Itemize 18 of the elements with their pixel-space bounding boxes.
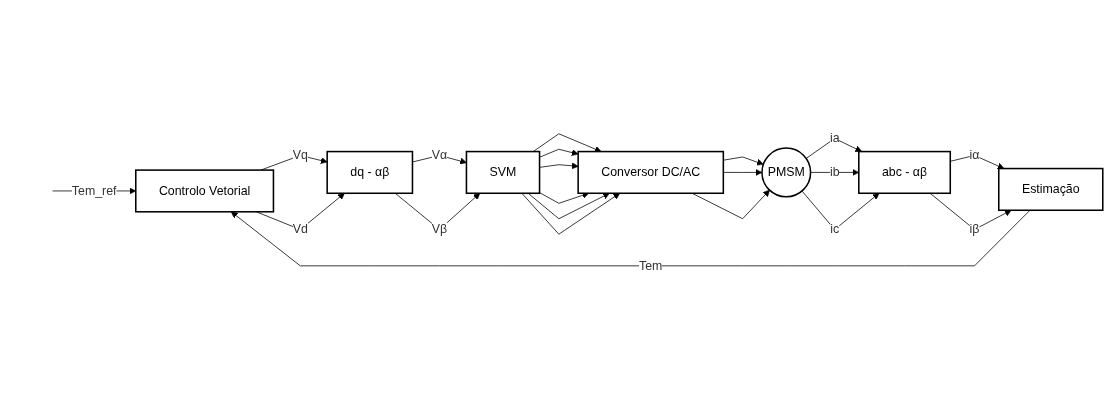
edge-label: ic [830, 222, 840, 237]
node-box: SVM [465, 151, 541, 195]
node-box: abc - αβ [858, 151, 952, 195]
node-box: Estimação [998, 168, 1104, 212]
node-circle: PMSM [761, 147, 812, 198]
edge-label: Vα [431, 148, 448, 162]
edge-label: Vq [292, 148, 308, 162]
edge-label: Vd [292, 222, 308, 237]
edge-label: Vβ [431, 222, 448, 237]
edge-label: Tem_ref [71, 184, 117, 198]
edge-label: Tem [639, 259, 663, 273]
node-box: Conversor DC/AC [577, 151, 725, 195]
edge-label: iα [969, 148, 980, 162]
edge-label: ib [829, 165, 840, 179]
edge-label: ia [829, 131, 840, 145]
node-box: Controlo Vetorial [135, 169, 275, 213]
edge-label: iβ [969, 222, 980, 237]
node-box: dq - αβ [326, 151, 414, 195]
